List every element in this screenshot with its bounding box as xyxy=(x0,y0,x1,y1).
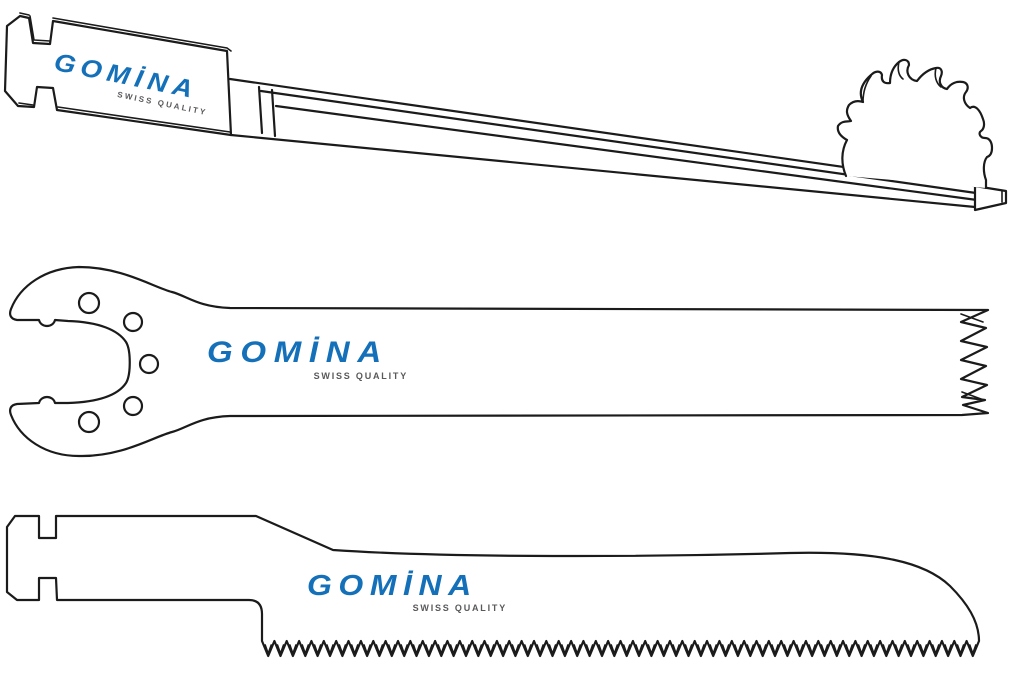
oscillating-blade-drawing xyxy=(9,265,990,458)
sagittal-blade-end-cap xyxy=(973,184,1008,212)
mounting-hole xyxy=(138,353,160,375)
gomina-wordmark: GOMİNA xyxy=(307,570,478,602)
reciprocating-blade-outline xyxy=(5,514,981,658)
gomina-logo-middle-blade: GOMİNA SWISS QUALITY xyxy=(207,337,408,381)
sagittal-blade-head-fold-lines xyxy=(862,61,942,103)
gomina-wordmark: GOMİNA xyxy=(207,336,389,369)
reciprocating-blade-set-teeth-marks xyxy=(264,644,977,655)
mounting-hole xyxy=(122,395,144,417)
mounting-hole xyxy=(77,291,101,315)
swiss-quality-tagline: SWISS QUALITY xyxy=(313,371,408,381)
oscillating-blade-mounting-holes xyxy=(77,291,160,434)
sagittal-blade-drawing xyxy=(3,12,1008,212)
reciprocating-blade-drawing xyxy=(5,514,981,658)
oscillating-blade-set-teeth-marks xyxy=(960,313,984,400)
gomina-logo-bottom-blade: GOMİNA SWISS QUALITY xyxy=(307,571,507,613)
swiss-quality-tagline: SWISS QUALITY xyxy=(412,603,507,613)
sagittal-blade-toothed-head xyxy=(836,58,994,190)
mounting-hole xyxy=(77,410,101,434)
sagittal-blade-thickness-edges xyxy=(18,12,232,133)
sagittal-blade-shaft xyxy=(228,77,979,209)
oscillating-blade-outline xyxy=(9,265,990,458)
mounting-hole xyxy=(122,311,144,333)
